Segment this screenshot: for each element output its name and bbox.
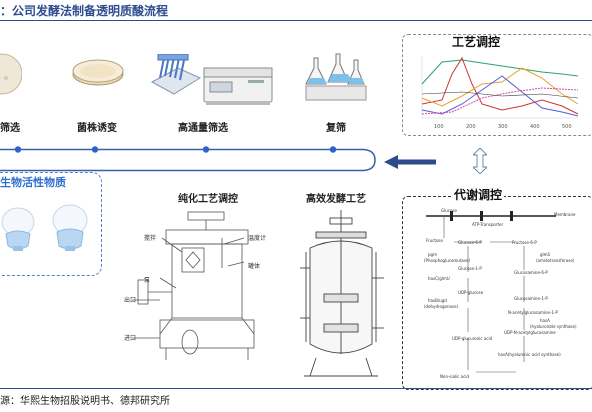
- node-pgm-desc: (Phosphoglucomutase): [424, 258, 470, 263]
- node-udp-glucuronic-acid: UDP-glucuronic acid: [452, 336, 493, 341]
- node-glucosamine-1-p: Glucosamine-1-P: [514, 296, 548, 301]
- label-temp-probe: 温度计: [248, 235, 267, 242]
- node-atp-transporter: ATP-Transporter: [472, 222, 504, 227]
- powder-flasks-image: [1, 204, 88, 251]
- stage-label-high-throughput: 高通量筛选: [178, 123, 228, 134]
- stage-label-rescreening: 复筛: [326, 123, 346, 134]
- node-glucose-1-p: Glucose-1-P: [458, 266, 482, 271]
- label-outlet: 出口: [124, 297, 137, 304]
- node-hasa-desc: (hyaluronate synthase): [530, 324, 577, 329]
- stage-label-mutagenesis: 菌株诱变: [77, 123, 117, 134]
- node-udp-n-acetylglucosamine: UDP-N-acetylglucosamine: [504, 330, 556, 335]
- node-hasb-ugd: hasB/ugd: [428, 298, 447, 303]
- label-pump: 泵: [144, 277, 151, 284]
- node-glms-desc: (amidotransferase): [536, 258, 575, 263]
- title-rule: [0, 20, 592, 21]
- page-title: ：公司发酵法制备透明质酸流程: [0, 4, 169, 18]
- node-glms: glmS: [540, 252, 551, 257]
- bioactive-title: 生物活性物质: [0, 176, 66, 189]
- label-inlet: 进口: [124, 335, 137, 342]
- flow-line: [0, 146, 376, 172]
- tick-400: 400: [530, 124, 540, 130]
- metabolic-pathway-lines: [426, 211, 556, 373]
- tick-200: 200: [466, 124, 476, 130]
- stage-label-screening: 筛选: [0, 123, 20, 134]
- node-hasb-desc: (dehydrogenase): [424, 304, 459, 309]
- stage-label-fermentation: 高效发酵工艺: [306, 194, 366, 205]
- tick-100: 100: [434, 124, 444, 130]
- node-non-sialic-acid: Non-sialic acid: [440, 374, 470, 379]
- flow-arrow-left-icon: [384, 155, 436, 169]
- metabolic-box: [402, 196, 592, 390]
- node-glucose-6-p: Glucose-6-P: [458, 240, 482, 245]
- node-hasa: hasA: [540, 318, 550, 323]
- metabolic-title: 代谢调控: [452, 186, 505, 203]
- node-fructose-6-p: Fructose-6-P: [512, 240, 537, 245]
- stage-label-purification: 纯化工艺调控: [178, 194, 238, 205]
- process-control-box: [402, 34, 592, 136]
- node-glucose: Glucose: [441, 208, 457, 213]
- process-control-title: 工艺调控: [452, 35, 501, 49]
- stage-flask-shaker-image: [305, 53, 367, 101]
- stage-petri-image: [0, 53, 22, 95]
- source-note: 源：华熙生物招股说明书、德邦研究所: [0, 396, 170, 407]
- label-stirrer: 搅拌: [144, 235, 157, 242]
- footer-rule: [0, 388, 592, 389]
- node-hasc-glmu: hasC/glmU: [428, 276, 450, 281]
- tick-300: 300: [498, 124, 508, 130]
- node-hasa-synthase: hasA(hyaluronic acid synthase): [498, 352, 561, 357]
- node-glucosamine-6-p: Glucosamine-6-P: [514, 270, 548, 275]
- stage-culture-dish-image: [72, 59, 124, 86]
- process-control-chart: [421, 56, 579, 119]
- node-pgm: pgm: [428, 252, 437, 257]
- fermentation-tank-drawing: [300, 210, 384, 377]
- node-fructose: Fructose: [426, 238, 443, 243]
- node-udp-glucose: UDP-glucose: [458, 290, 484, 295]
- tick-500: 500: [562, 124, 572, 130]
- purification-equipment-drawing: [132, 211, 255, 360]
- node-n-acetylglucosamine-1-p: N-acetylglucosamine-1-P: [508, 310, 558, 315]
- label-tank: 罐体: [248, 263, 261, 270]
- stage-analyzer-image: [203, 67, 273, 105]
- stage-microplate-image: [150, 54, 202, 95]
- node-membrane: Membrane: [554, 212, 576, 217]
- double-arrow-icon: [473, 148, 487, 174]
